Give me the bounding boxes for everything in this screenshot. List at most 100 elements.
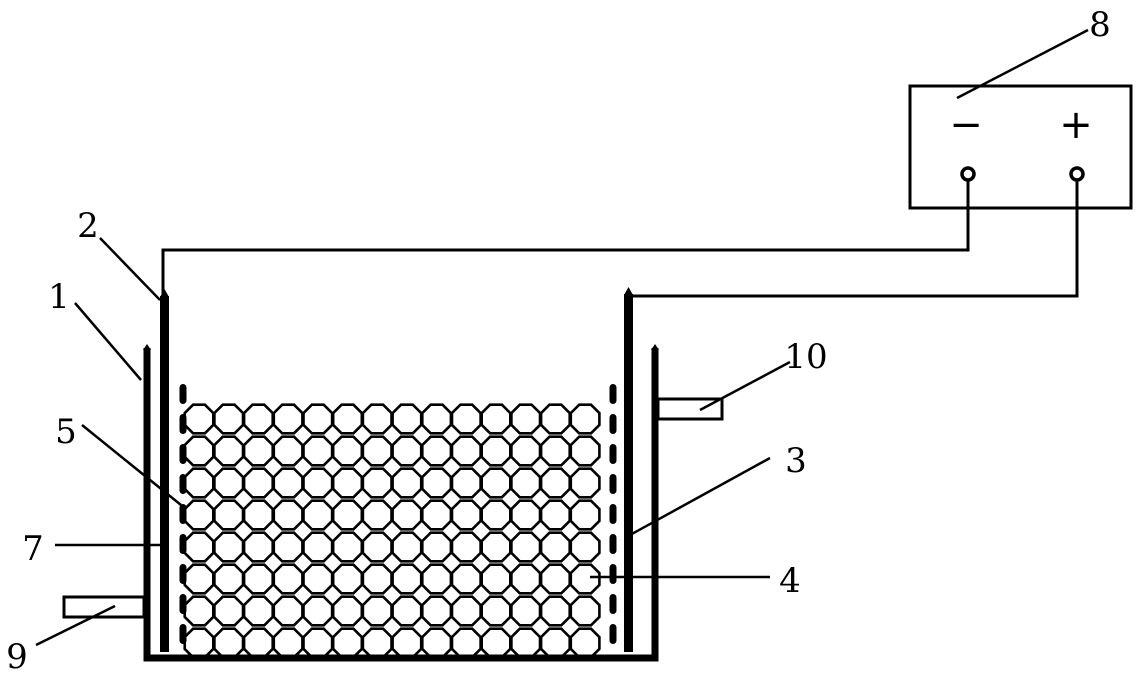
particle bbox=[391, 499, 423, 531]
membrane-dash bbox=[179, 504, 187, 524]
particle bbox=[242, 403, 275, 435]
label-9: 9 bbox=[6, 637, 28, 676]
particle bbox=[242, 627, 275, 659]
particle bbox=[242, 595, 275, 627]
particle bbox=[272, 499, 304, 531]
particle bbox=[450, 467, 482, 499]
outlet-pipe-rect bbox=[656, 397, 724, 421]
cathode-plate bbox=[160, 289, 169, 652]
outlet-pipe bbox=[656, 397, 724, 421]
particle bbox=[242, 499, 275, 531]
leader-lines bbox=[35, 28, 1089, 647]
particle bbox=[450, 595, 482, 627]
particle bbox=[569, 563, 601, 595]
particle bbox=[420, 499, 453, 531]
particle bbox=[213, 467, 245, 499]
particle bbox=[480, 403, 512, 435]
membrane-dash bbox=[609, 624, 617, 644]
particle bbox=[302, 627, 334, 659]
particle bbox=[242, 467, 275, 499]
particle bbox=[183, 499, 215, 531]
particle bbox=[510, 435, 542, 467]
membrane-left bbox=[179, 384, 187, 644]
membrane-dash bbox=[179, 384, 187, 404]
particle bbox=[420, 563, 453, 595]
outer-tank-wall bbox=[143, 348, 659, 662]
leader-8 bbox=[956, 28, 1089, 100]
particle bbox=[272, 627, 304, 659]
particle bbox=[242, 531, 275, 563]
label-10: 10 bbox=[784, 337, 827, 377]
particle bbox=[361, 499, 393, 531]
anode-tip bbox=[624, 287, 633, 295]
membrane-dash bbox=[609, 564, 617, 584]
particle bbox=[302, 435, 334, 467]
particle bbox=[539, 627, 572, 659]
label-7: 7 bbox=[22, 529, 44, 569]
label-1: 1 bbox=[48, 277, 70, 317]
particle bbox=[420, 467, 453, 499]
particle bbox=[450, 499, 482, 531]
particle bbox=[391, 627, 423, 659]
particle bbox=[361, 467, 393, 499]
label-3: 3 bbox=[785, 441, 807, 481]
particle bbox=[183, 435, 215, 467]
particle bbox=[213, 531, 245, 563]
particle bbox=[450, 435, 482, 467]
particle bbox=[480, 627, 512, 659]
leader-3 bbox=[629, 456, 771, 537]
particle bbox=[302, 499, 334, 531]
particle bbox=[510, 627, 542, 659]
particle bbox=[510, 563, 542, 595]
power-supply: − + bbox=[908, 84, 1133, 210]
particle bbox=[302, 403, 334, 435]
particle bbox=[183, 563, 215, 595]
membrane-dash bbox=[609, 594, 617, 614]
particle bbox=[213, 595, 245, 627]
particle bbox=[361, 435, 393, 467]
particle bbox=[213, 435, 245, 467]
particle bbox=[480, 499, 512, 531]
particle bbox=[420, 531, 453, 563]
negative-sign: − bbox=[949, 102, 983, 148]
membrane-right bbox=[609, 384, 617, 644]
particle bbox=[331, 627, 364, 659]
particle bbox=[569, 435, 601, 467]
membrane-dash bbox=[179, 594, 187, 614]
particle bbox=[331, 563, 364, 595]
particle bbox=[480, 595, 512, 627]
particle bbox=[480, 467, 512, 499]
particle bbox=[331, 435, 364, 467]
particle bbox=[420, 627, 453, 659]
particle bbox=[361, 627, 393, 659]
particle bbox=[539, 531, 572, 563]
particle bbox=[391, 563, 423, 595]
particle bbox=[213, 563, 245, 595]
membrane-dash bbox=[179, 474, 187, 494]
positive-sign: + bbox=[1059, 102, 1093, 148]
outer-tank-tip-right bbox=[651, 344, 659, 350]
particle bbox=[539, 595, 572, 627]
particle bbox=[450, 563, 482, 595]
cathode-tip bbox=[160, 289, 169, 297]
outer-tank-tip-left bbox=[143, 344, 151, 350]
inlet-pipe-rect bbox=[62, 595, 146, 619]
particle bbox=[361, 563, 393, 595]
membrane-dash bbox=[609, 504, 617, 524]
particle bbox=[302, 467, 334, 499]
membrane-dash bbox=[609, 444, 617, 464]
particle bbox=[569, 531, 601, 563]
outer-tank bbox=[143, 344, 659, 662]
particle bbox=[272, 563, 304, 595]
particle bbox=[510, 499, 542, 531]
particle bbox=[480, 563, 512, 595]
particle bbox=[569, 467, 601, 499]
particle bbox=[510, 467, 542, 499]
particle bbox=[242, 563, 275, 595]
particle bbox=[420, 435, 453, 467]
wire-positive bbox=[628, 180, 1079, 298]
membrane-dash bbox=[179, 564, 187, 584]
particle bbox=[569, 595, 601, 627]
particle bbox=[272, 403, 304, 435]
particle bbox=[450, 403, 482, 435]
